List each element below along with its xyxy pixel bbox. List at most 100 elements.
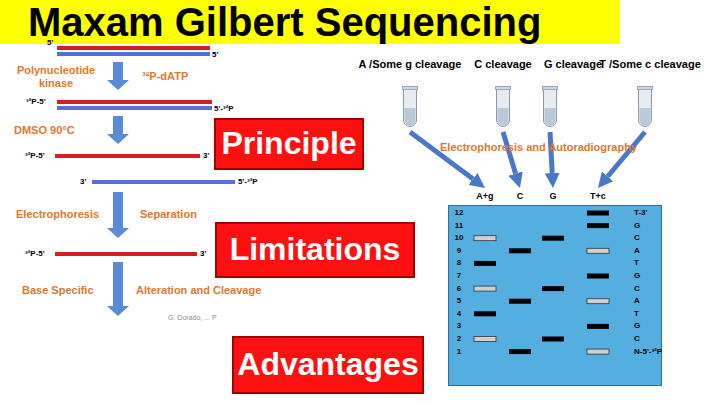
gel-band <box>509 248 531 253</box>
gel-node: A+gCGT+c121110987654321T-3'GCATGCATGCN-5… <box>448 188 662 386</box>
lane-header: C <box>500 191 540 201</box>
strand-end-label: 5'-³²P <box>214 104 234 113</box>
row-number: 11 <box>450 221 468 231</box>
box-title: Advantages <box>237 347 418 382</box>
gel-band <box>587 324 609 329</box>
row-number: 7 <box>450 271 468 281</box>
sequence-base: A <box>634 246 662 256</box>
gel-band <box>542 236 564 241</box>
gel-band <box>542 286 564 291</box>
dna-strand <box>57 100 212 104</box>
step-label: DMSO 90°C <box>14 124 75 137</box>
gel-band <box>509 299 531 304</box>
gel-band <box>587 299 609 304</box>
topic-box: Limitations <box>215 222 415 278</box>
tube-label: G cleavage <box>538 58 608 71</box>
row-number: 10 <box>450 233 468 243</box>
row-number: 8 <box>450 258 468 268</box>
sequence-base: G <box>634 321 662 331</box>
step-arrow <box>107 62 129 90</box>
step-arrow <box>107 262 129 316</box>
test-tube <box>637 86 653 130</box>
gel-band <box>587 349 609 354</box>
test-tube <box>402 86 418 130</box>
box-title: Limitations <box>230 232 401 267</box>
tube-liquid <box>545 108 556 126</box>
step-label: Polynucleotide kinase <box>6 64 106 89</box>
row-number: 2 <box>450 334 468 344</box>
step-label: Electrophoresis <box>16 208 99 221</box>
row-number: 12 <box>450 208 468 218</box>
tube-label: C cleavage <box>470 58 536 71</box>
credit-note: G. Dorado, ... P <box>168 314 217 322</box>
tube-rim <box>403 87 418 90</box>
tube-rim <box>496 87 511 90</box>
sequence-base: C <box>634 233 662 243</box>
gel-band <box>587 274 609 279</box>
flow-arrow <box>608 132 645 177</box>
gel-band <box>542 337 564 342</box>
strand-end-label: 5' <box>212 50 218 59</box>
test-tube <box>495 86 511 130</box>
sequence-base: T-3' <box>634 208 662 218</box>
lane-header: A+g <box>465 191 505 201</box>
tube-body <box>497 87 510 127</box>
tube-liquid <box>498 108 509 126</box>
tube-label: A /Some g cleavage <box>355 58 465 71</box>
test-tube-node: C cleavage <box>470 58 536 132</box>
step-arrow <box>107 192 129 238</box>
step-label: Alteration and Cleavage <box>136 284 261 297</box>
test-tube-node: T /Some c cleavage <box>595 58 705 132</box>
tube-liquid <box>640 108 651 126</box>
tube-label: T /Some c cleavage <box>595 58 705 71</box>
dna-strand <box>57 46 210 50</box>
row-number: 5 <box>450 296 468 306</box>
topic-box: Advantages <box>232 336 424 394</box>
strand-end-label: 5' <box>47 38 53 47</box>
tube-rim <box>543 87 558 90</box>
dna-strand <box>57 106 212 110</box>
tube-rim <box>638 87 653 90</box>
dna-strand <box>55 154 200 158</box>
step-arrow <box>107 116 129 144</box>
sequence-base: T <box>634 258 662 268</box>
gel-band <box>474 236 496 241</box>
row-number: 1 <box>450 347 468 357</box>
test-tube <box>542 86 558 130</box>
strand-end-label: ³²P-5' <box>25 249 45 258</box>
gel-band <box>474 261 496 266</box>
topic-box: Principle <box>214 118 364 170</box>
step-label: Base Specific <box>22 284 94 297</box>
strand-end-label: 3' <box>200 249 206 258</box>
flow-arrow <box>410 132 473 179</box>
box-title: Principle <box>221 126 356 161</box>
lane-header: G <box>533 191 573 201</box>
tube-body <box>404 87 417 127</box>
sequence-base: T <box>634 309 662 319</box>
step-label: ³²P-dATP <box>142 70 188 83</box>
strand-end-label: 3' <box>203 151 209 160</box>
sequence-base: N-5'-³²P <box>634 347 662 357</box>
gel-band <box>474 311 496 316</box>
sequence-base: C <box>634 284 662 294</box>
tube-liquid <box>405 108 416 126</box>
gel-band <box>587 248 609 253</box>
strand-end-label: 5'-³²P <box>238 177 258 186</box>
strand-end-label: 3' <box>80 177 86 186</box>
gel-band <box>587 223 609 228</box>
row-number: 6 <box>450 284 468 294</box>
title-band <box>0 0 620 44</box>
test-tube-node: A /Some g cleavage <box>355 58 465 132</box>
step-label: Separation <box>140 208 197 221</box>
gel-band <box>474 286 496 291</box>
gel-band <box>474 337 496 342</box>
dna-strand <box>55 252 197 256</box>
title-text: Maxam Gilbert Sequencing <box>28 0 541 44</box>
sequence-base: A <box>634 296 662 306</box>
sequence-base: G <box>634 221 662 231</box>
dna-strand <box>92 180 235 184</box>
gel-band <box>509 349 531 354</box>
row-number: 9 <box>450 246 468 256</box>
